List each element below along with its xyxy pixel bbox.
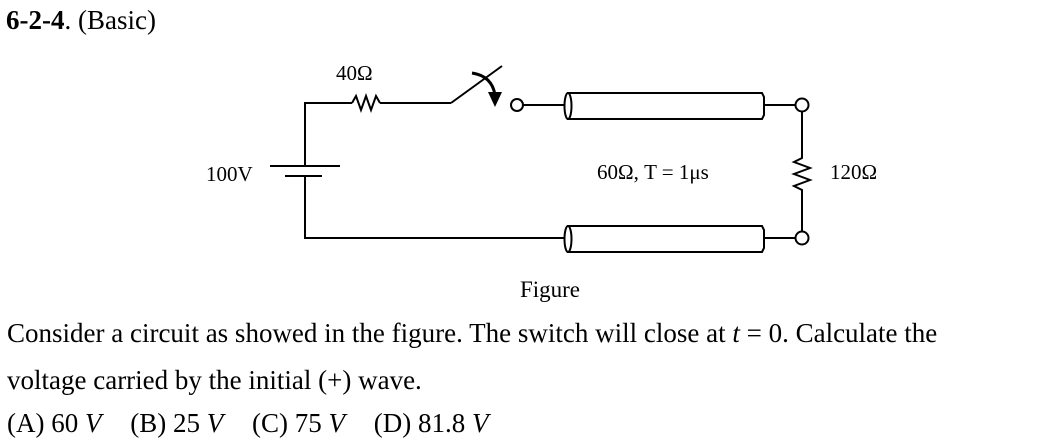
- problem-level: . (Basic): [64, 5, 156, 35]
- option-d[interactable]: (D) 81.8 V: [373, 408, 489, 438]
- question-text-b: = 0. Calculate the: [739, 318, 938, 348]
- label-source: 100V: [206, 162, 253, 186]
- switch-terminal: [510, 98, 524, 112]
- question-text-a: Consider a circuit as showed in the figu…: [7, 318, 733, 348]
- label-load-resistor: 120Ω: [830, 160, 877, 184]
- label-line: 60Ω, T = 1μs: [597, 160, 709, 184]
- switch-arrow-icon: [471, 71, 497, 96]
- variable-t: t: [732, 318, 740, 348]
- series-resistor: [351, 93, 381, 113]
- wire-top-left: [304, 102, 352, 155]
- switch-arrowhead-icon: [488, 92, 502, 107]
- option-a[interactable]: (A) 60 V: [7, 408, 102, 438]
- lower-right-terminal: [794, 230, 810, 246]
- switch-blade: [450, 65, 503, 104]
- problem-number: 6-2-4: [6, 5, 65, 35]
- upper-line-end: [563, 92, 573, 120]
- question-line-2: voltage carried by the initial (+) wave.: [7, 365, 422, 395]
- lower-line-body: [567, 225, 765, 253]
- circuit-figure: 40Ω 100V 60Ω, T = 1μs 120Ω: [206, 61, 877, 253]
- lower-line-end: [563, 225, 573, 253]
- answer-options: (A) 60 V (B) 25 V (C) 75 V (D) 81.8 V: [7, 406, 510, 440]
- option-b[interactable]: (B) 25 V: [130, 408, 224, 438]
- question-line-1: Consider a circuit as showed in the figu…: [7, 316, 937, 350]
- wire-bottom-left: [304, 176, 567, 239]
- problem-header: 6-2-4. (Basic): [6, 2, 156, 38]
- load-resistor: [791, 111, 813, 232]
- option-c[interactable]: (C) 75 V: [251, 408, 345, 438]
- figure-caption: Figure: [519, 277, 581, 302]
- upper-line-body: [567, 92, 765, 120]
- label-series-resistor: 40Ω: [336, 61, 373, 85]
- upper-right-terminal: [794, 97, 810, 113]
